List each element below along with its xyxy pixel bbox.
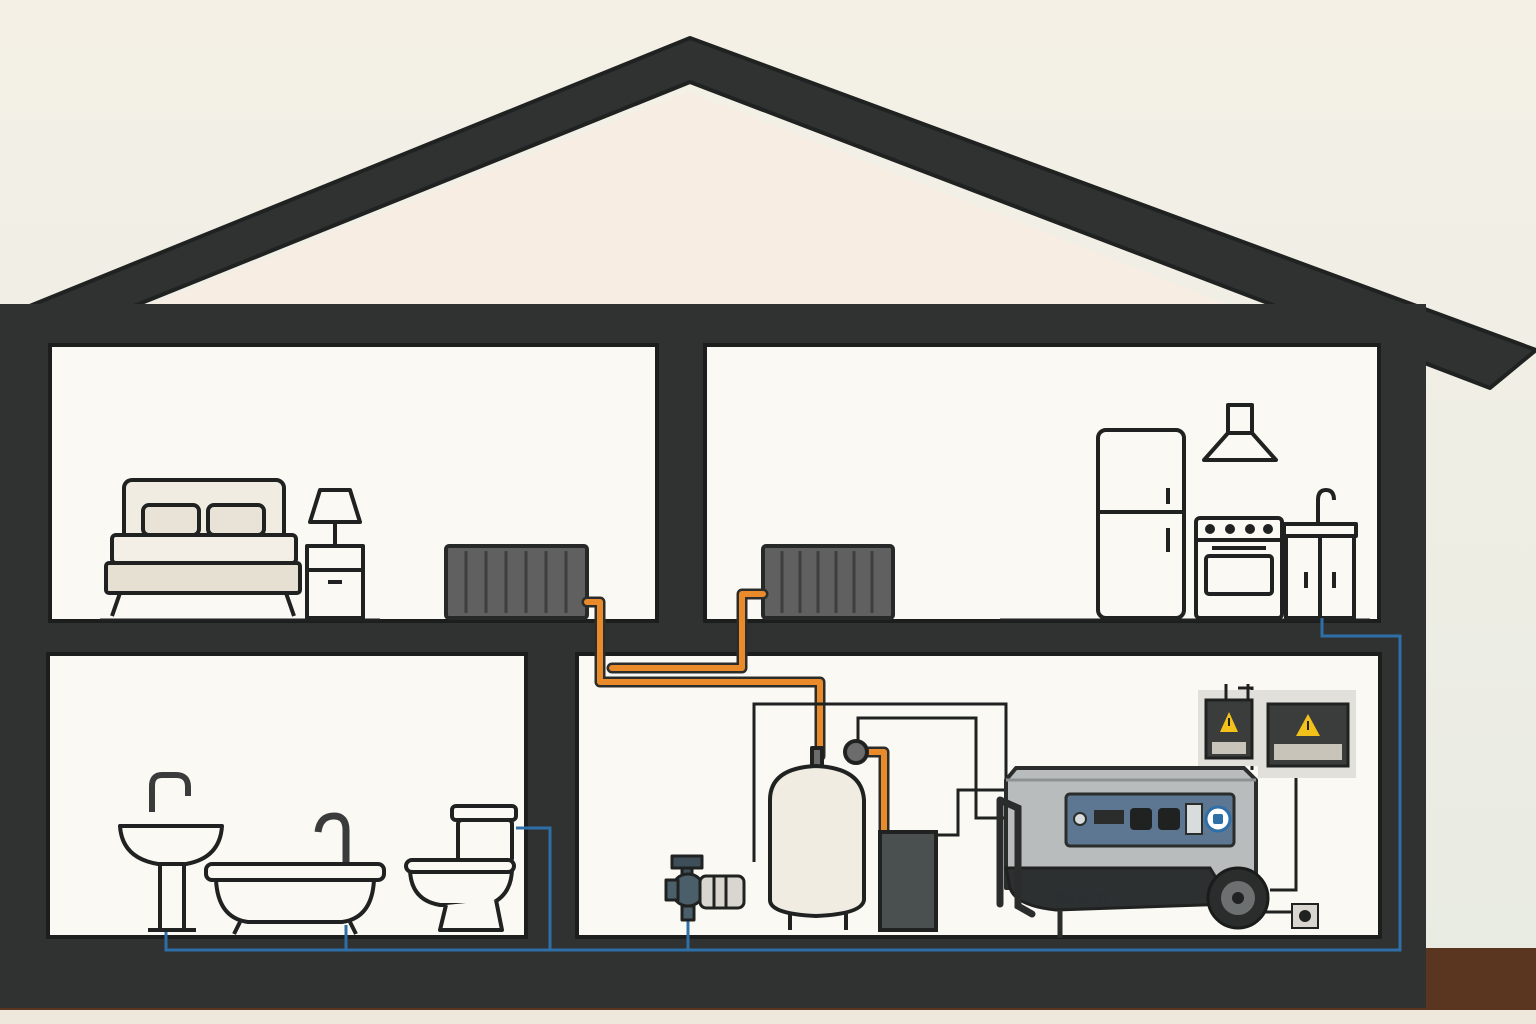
generator-brand: Battrn [1053,888,1109,906]
attic [138,92,1262,318]
pressure-tank-icon [768,739,869,930]
water-pipes [164,618,1402,952]
wheel-icon [1206,866,1270,930]
bed-icon [104,478,302,617]
sink-cabinet-icon [1282,488,1358,620]
electrical-panel-box [1258,690,1356,778]
portable-generator-icon: Battrn [996,766,1270,938]
kitchen-radiator-icon [761,544,895,620]
ground-edge [0,1010,1536,1024]
transfer-switch-box [1198,684,1260,766]
refrigerator-icon [1096,428,1186,620]
wall-outlet-icon [1291,903,1319,929]
toilet-icon [404,804,518,932]
stove-icon [1194,516,1284,620]
roof [0,36,1536,390]
heating-pipes [581,588,890,844]
warning-icon [1296,714,1320,736]
water-pump-icon [664,854,746,922]
warning-icon [1220,712,1238,732]
bathtub-icon [204,812,386,935]
range-hood-icon [1202,403,1278,462]
washbasin-icon [118,772,224,932]
nightstand-lamp-icon [305,488,365,620]
boiler-unit [878,830,938,932]
bedroom-radiator-icon [444,544,589,620]
